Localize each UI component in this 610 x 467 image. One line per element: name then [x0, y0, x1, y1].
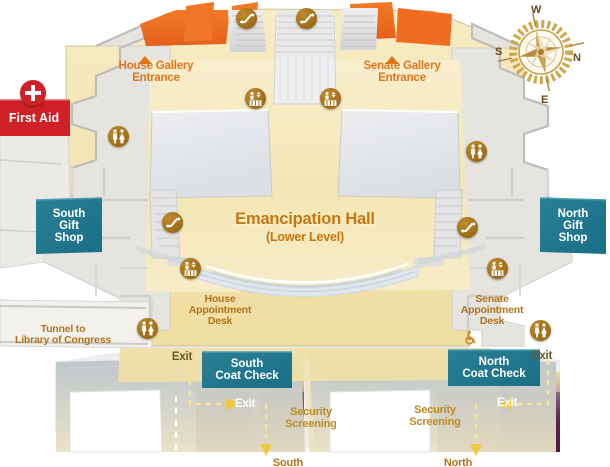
restroom-icon[interactable] — [137, 318, 158, 339]
north-gift-shop-box — [539, 197, 607, 254]
elevator-icon[interactable] — [180, 258, 201, 279]
wheelchair-icon[interactable] — [463, 330, 478, 345]
exit-route-north — [474, 360, 550, 448]
compass-south-label: S — [495, 46, 503, 58]
interior-partitions — [92, 168, 524, 330]
curved-stair-amphitheatre — [135, 243, 487, 297]
elevator-icon[interactable] — [320, 88, 341, 109]
exit-arrow-south-right — [226, 398, 240, 410]
exit-arrow-south-down — [260, 444, 272, 456]
compass-rose-graphic — [497, 12, 585, 92]
exit-arrow-north-down — [470, 444, 482, 456]
exit-route-south — [188, 360, 268, 448]
elevator-icon[interactable] — [245, 88, 266, 109]
restroom-icon[interactable] — [108, 126, 129, 147]
skylight-well-senate — [337, 109, 461, 199]
escalator-icon[interactable] — [457, 217, 478, 238]
first-aid-cross-icon — [20, 80, 46, 106]
south-gift-shop-box — [35, 197, 103, 254]
restroom-icon[interactable] — [530, 320, 551, 341]
orange-stair-blocks-top — [138, 2, 452, 64]
skylight-well-house — [149, 109, 273, 199]
escalator-icon[interactable] — [236, 8, 257, 29]
tunnel-to-library-corridor — [0, 299, 153, 349]
first-aid-label: First Aid — [8, 111, 60, 125]
escalator-icon[interactable] — [296, 8, 317, 29]
compass-east-label: E — [541, 94, 549, 106]
compass-north-label: N — [573, 52, 581, 64]
compass-rose: W N S E — [495, 4, 585, 106]
exit-arrow-north-left — [498, 398, 512, 410]
compass-west-label: W — [531, 4, 542, 16]
escalator-icon[interactable] — [162, 212, 183, 233]
elevator-icon[interactable] — [487, 258, 508, 279]
south-coat-check-box — [202, 351, 292, 388]
restroom-icon[interactable] — [466, 141, 487, 162]
north-coat-check-box — [448, 349, 540, 386]
